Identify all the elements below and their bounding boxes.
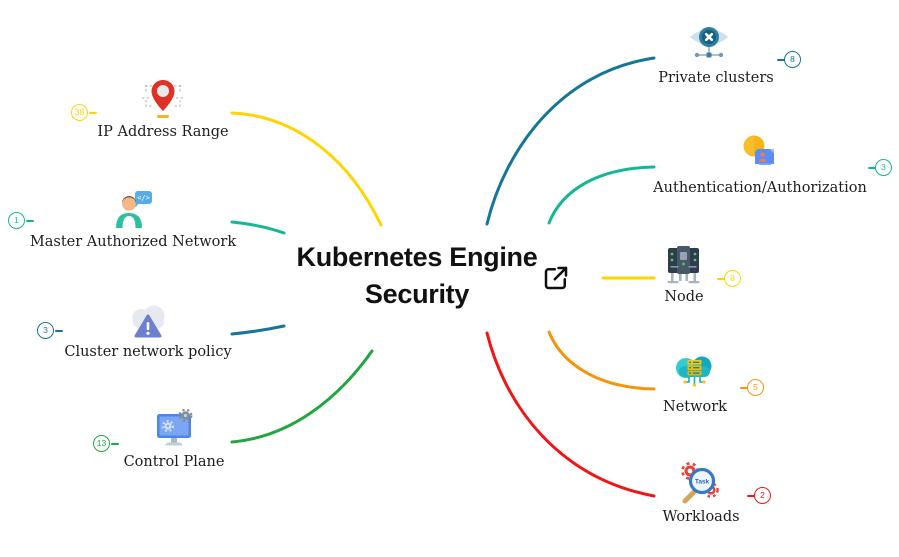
count-badge-master-authorized-network[interactable]: 1 bbox=[8, 212, 25, 229]
badge-dash bbox=[26, 220, 34, 223]
external-link-icon[interactable] bbox=[541, 263, 571, 298]
map-pin-icon bbox=[140, 76, 186, 127]
node-private-clusters[interactable] bbox=[686, 22, 732, 73]
root-topic-title[interactable]: Kubernetes Engine Security bbox=[287, 239, 547, 313]
badge-dash bbox=[717, 278, 725, 281]
branch-ip-address-range bbox=[230, 111, 383, 227]
node-node[interactable] bbox=[661, 241, 706, 291]
node-cluster-network-policy[interactable] bbox=[126, 302, 170, 351]
count-badge-ip-address-range[interactable]: 38 bbox=[71, 104, 88, 121]
count-badge-workloads[interactable]: 2 bbox=[754, 487, 771, 504]
badge-dash bbox=[777, 59, 785, 62]
branch-private-clusters bbox=[485, 56, 656, 226]
label-ip-address-range: IP Address Range bbox=[97, 124, 229, 140]
count-badge-authentication-authorization[interactable]: 3 bbox=[875, 159, 892, 176]
count-badge-cluster-network-policy[interactable]: 3 bbox=[37, 322, 54, 339]
branch-control-plane bbox=[230, 349, 374, 444]
node-workloads[interactable]: Task bbox=[676, 459, 724, 512]
count-badge-network[interactable]: 5 bbox=[747, 379, 764, 396]
badge-dash bbox=[55, 330, 63, 333]
label-workloads: Workloads bbox=[662, 509, 740, 525]
svg-text:Task: Task bbox=[695, 479, 710, 486]
monitor-gears-icon bbox=[150, 405, 198, 458]
count-badge-control-plane[interactable]: 13 bbox=[93, 435, 110, 452]
badge-dash bbox=[89, 112, 97, 115]
node-ip-address-range[interactable] bbox=[140, 76, 186, 127]
id-card-coin-icon bbox=[739, 133, 781, 180]
node-authentication-authorization[interactable] bbox=[739, 133, 781, 180]
badge-dash bbox=[747, 495, 755, 498]
badge-dash bbox=[111, 443, 119, 446]
branch-authentication bbox=[547, 165, 656, 225]
node-control-plane[interactable] bbox=[150, 405, 198, 458]
label-private-clusters: Private clusters bbox=[658, 70, 774, 86]
label-control-plane: Control Plane bbox=[123, 454, 225, 470]
label-master-authorized-network: Master Authorized Network bbox=[29, 234, 237, 250]
badge-dash bbox=[868, 167, 876, 170]
count-badge-private-clusters[interactable]: 8 bbox=[784, 51, 801, 68]
developer-person-icon: </> bbox=[112, 190, 154, 237]
branch-workloads bbox=[485, 331, 656, 498]
root-title-line1: Kubernetes Engine bbox=[296, 242, 538, 272]
server-rack-icon bbox=[661, 241, 706, 291]
node-network[interactable] bbox=[671, 351, 718, 403]
label-network: Network bbox=[663, 399, 727, 415]
count-badge-node[interactable]: 8 bbox=[724, 270, 741, 287]
root-title-line2: Security bbox=[364, 279, 470, 309]
label-cluster-network-policy: Cluster network policy bbox=[64, 344, 232, 360]
private-network-icon bbox=[686, 22, 732, 73]
branch-network bbox=[547, 330, 656, 391]
task-search-icon: Task bbox=[676, 459, 724, 512]
label-node: Node bbox=[664, 289, 704, 305]
node-master-authorized-network[interactable]: </> bbox=[112, 190, 154, 237]
cloud-warning-icon bbox=[126, 302, 170, 351]
cloud-server-icon bbox=[671, 351, 718, 403]
branch-master-authorized-network bbox=[230, 220, 286, 235]
branch-cluster-network-policy bbox=[230, 324, 286, 336]
svg-text:</>: </> bbox=[137, 194, 150, 202]
badge-dash bbox=[740, 387, 748, 390]
label-authentication-authorization: Authentication/Authorization bbox=[653, 180, 867, 196]
